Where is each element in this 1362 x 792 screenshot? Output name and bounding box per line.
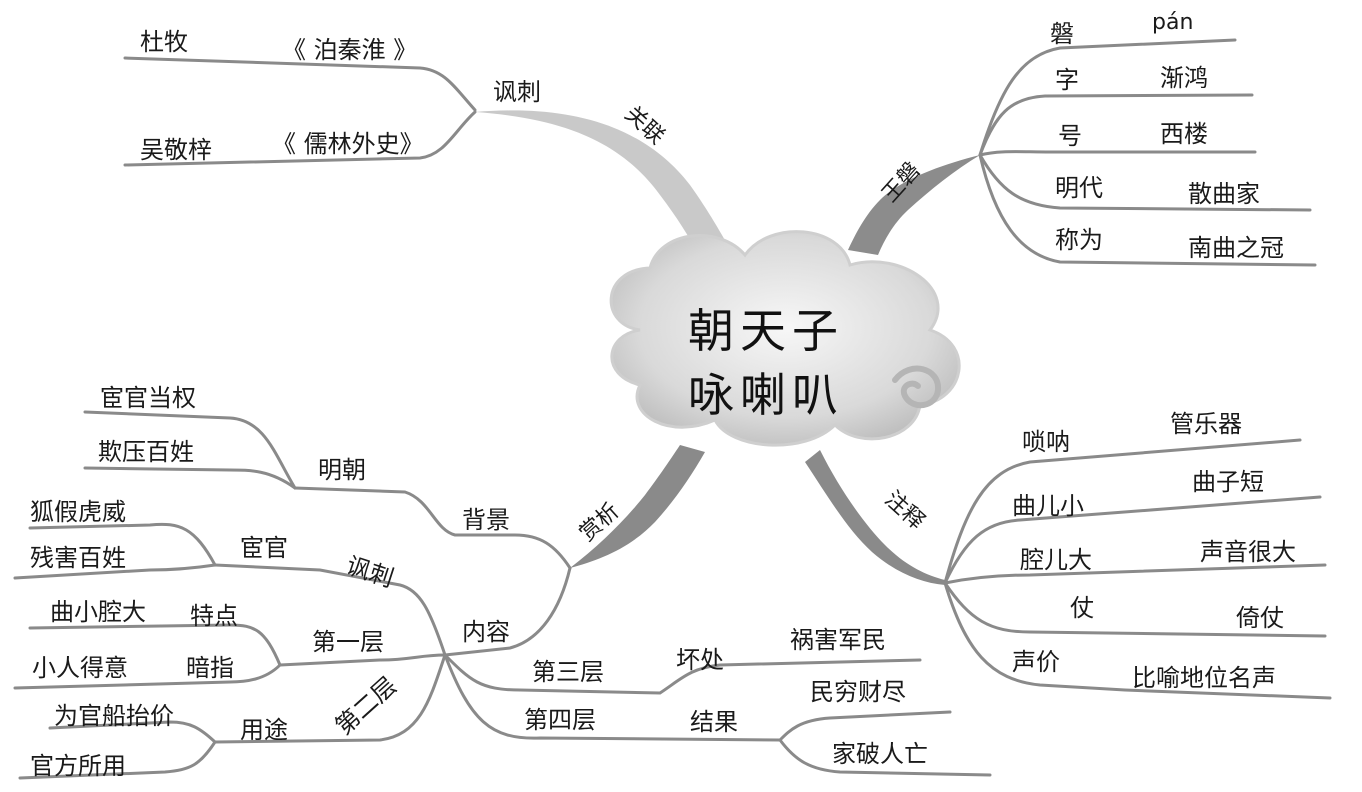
value-guanyueqi: 管乐器	[1170, 410, 1242, 438]
branch-satire-top: 讽刺	[493, 78, 541, 106]
value-jianhong: 渐鸿	[1160, 64, 1208, 92]
tag-jieguo: 结果	[690, 708, 738, 736]
author-wu-jingzi: 吴敬梓	[140, 136, 212, 164]
item-quxiao-qiangda: 曲小腔大	[50, 598, 146, 626]
arm-bottom-right	[805, 450, 945, 585]
key-qu-er-xiao: 曲儿小	[1012, 492, 1084, 520]
work-bo-qin-huai: 《 泊秦淮 》	[282, 36, 418, 64]
value-shengyin-henda: 声音很大	[1200, 538, 1296, 566]
branch-layer4: 第四层	[524, 706, 596, 734]
item-hujia-huwei: 狐假虎威	[30, 498, 126, 526]
tag-anzhi: 暗指	[186, 654, 234, 682]
value-nanqu-zhiguan: 南曲之冠	[1188, 234, 1284, 262]
tag-huaichu: 坏处	[676, 646, 724, 674]
key-shengjia: 声价	[1012, 648, 1060, 676]
item-wei-guanchuan-taijia: 为官船抬价	[54, 702, 174, 730]
item-qiya-baixing: 欺压百姓	[98, 438, 194, 466]
value-yizhang: 倚仗	[1236, 604, 1284, 632]
value-sanqujia: 散曲家	[1188, 180, 1260, 208]
center-cloud	[609, 230, 961, 447]
arm-bottom-left	[570, 445, 705, 568]
tag-tedian: 特点	[190, 602, 238, 630]
branch-layer3: 第三层	[532, 658, 604, 686]
value-minqiong-caijin: 民穷财尽	[810, 678, 906, 706]
item-guanfang-suoyong: 官方所用	[30, 752, 126, 780]
value-xilou: 西楼	[1160, 120, 1208, 148]
key-hao: 号	[1058, 122, 1082, 150]
tag-yongtu: 用途	[240, 716, 288, 744]
key-pan: 磐	[1050, 20, 1074, 48]
branch-layer1: 第一层	[312, 628, 384, 656]
key-suona: 唢呐	[1022, 428, 1070, 456]
item-xiaoren-deyi: 小人得意	[32, 654, 128, 682]
author-dumu: 杜牧	[140, 28, 188, 56]
key-qiang-er-da: 腔儿大	[1020, 546, 1092, 574]
key-zhang: 仗	[1070, 594, 1094, 622]
value-biyu-diwei: 比喻地位名声	[1132, 664, 1276, 692]
branch-content: 内容	[462, 618, 510, 646]
key-mingdai: 明代	[1055, 174, 1103, 202]
key-chengwei: 称为	[1055, 226, 1103, 254]
key-zi: 字	[1055, 66, 1079, 94]
value-jiapo-renwang: 家破人亡	[832, 740, 928, 768]
item-huanguan-dangquan: 宦官当权	[100, 384, 196, 412]
item-canhai-baixing: 残害百姓	[30, 544, 126, 572]
value-huohai-junmin: 祸害军民	[790, 626, 886, 654]
center-title-line1: 朝天子	[688, 304, 844, 358]
work-rulin-waishi: 《 儒林外史》	[272, 130, 424, 158]
center-title-line2: 咏喇叭	[688, 368, 844, 422]
arm-top-right	[848, 155, 980, 255]
branch-ming-dynasty: 明朝	[318, 456, 366, 484]
branch-background: 背景	[462, 506, 510, 534]
branch-eunuch: 宦官	[240, 534, 288, 562]
value-pan-pinyin: pán	[1152, 10, 1194, 35]
value-quzi-duan: 曲子短	[1192, 468, 1264, 496]
